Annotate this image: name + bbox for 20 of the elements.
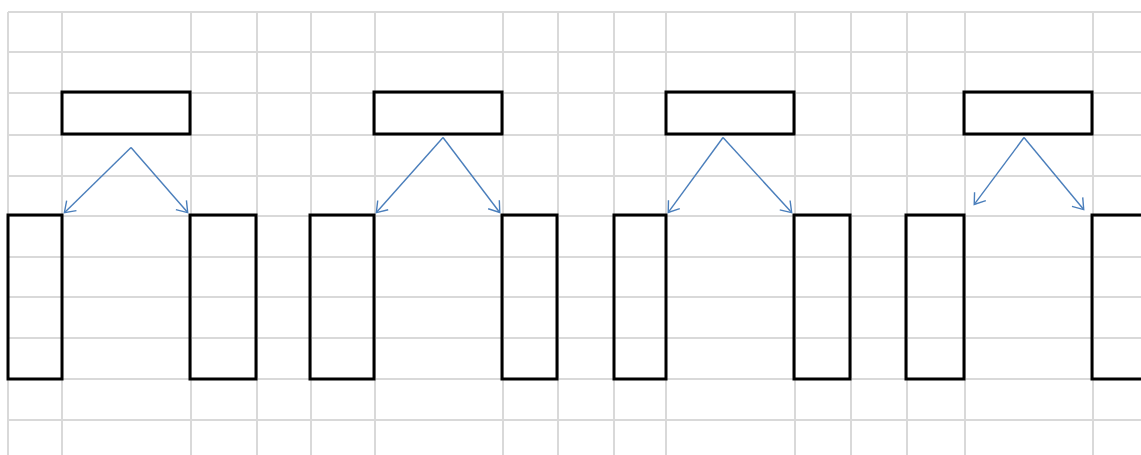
box <box>500 213 559 381</box>
box <box>792 213 852 381</box>
box <box>60 90 192 136</box>
box <box>308 213 376 381</box>
box <box>1090 213 1141 381</box>
arrow <box>973 136 1025 206</box>
box <box>664 90 796 136</box>
box <box>962 90 1094 136</box>
arrow <box>63 146 132 214</box>
arrow <box>130 146 189 214</box>
box <box>188 213 258 381</box>
arrow <box>442 136 501 214</box>
box <box>612 213 668 381</box>
box <box>904 213 966 381</box>
box <box>6 213 64 381</box>
arrow <box>1023 136 1085 211</box>
arrow <box>722 136 793 214</box>
box <box>372 90 504 136</box>
arrow <box>375 136 444 214</box>
arrow <box>667 136 724 214</box>
